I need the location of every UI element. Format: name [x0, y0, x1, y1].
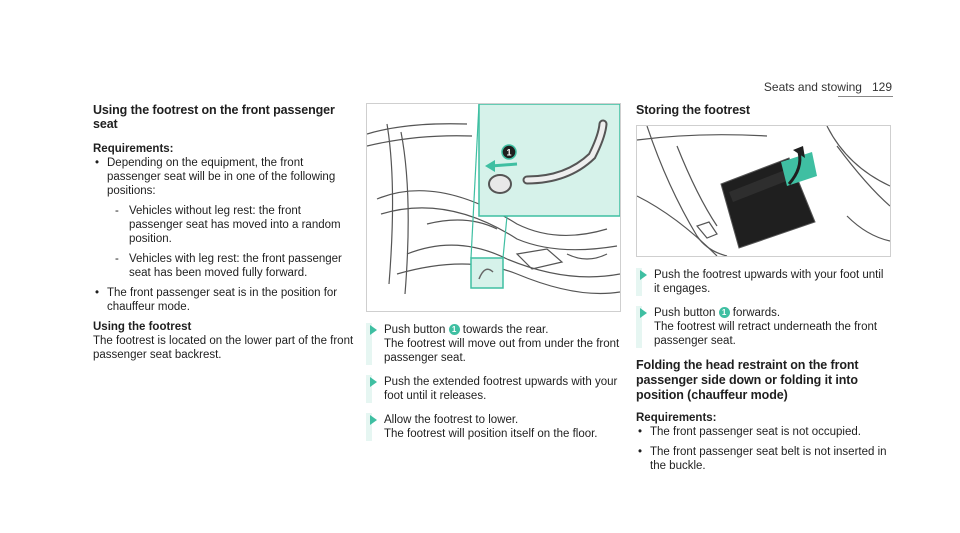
- requirements-heading: Requirements:: [93, 143, 174, 155]
- step-arrow-icon: [640, 308, 647, 318]
- left-column: Using the footrest on the front passenge…: [93, 103, 355, 362]
- callout-number-icon: 1: [448, 324, 460, 336]
- figure-callout-1: 1: [506, 148, 511, 158]
- footrest-illustration: 1: [366, 103, 621, 312]
- subheading: Using the footrest: [93, 321, 192, 333]
- middle-steps: Push button 1 towards the rear. The foot…: [366, 323, 621, 451]
- section-heading: Using the footrest on the front passenge…: [93, 103, 335, 131]
- paragraph: The footrest is located on the lower par…: [93, 335, 354, 361]
- requirements-heading: Requirements:: [636, 412, 717, 424]
- step-result: The footrest will position itself on the…: [384, 428, 598, 440]
- requirement-bullet: The front passenger seat is in the posit…: [93, 286, 355, 314]
- requirement-bullet: Depending on the equipment, the front pa…: [93, 156, 355, 198]
- storing-drawing: [636, 125, 891, 257]
- section-title: Seats and stowing: [763, 80, 862, 94]
- step-arrow-icon: [370, 325, 377, 335]
- callout-number-icon: 1: [718, 307, 730, 319]
- requirement-bullet: The front passenger seat is not occupied…: [636, 425, 891, 439]
- page-number: 129: [871, 80, 892, 94]
- footrest-drawing: 1: [366, 103, 621, 295]
- step-arrow-icon: [640, 270, 647, 280]
- instruction-step: Push the footrest upwards with your foot…: [636, 268, 891, 296]
- step-arrow-icon: [370, 415, 377, 425]
- step-arrow-icon: [370, 377, 377, 387]
- step-result: The footrest will move out from under th…: [384, 338, 620, 364]
- requirement-dash-item: Vehicles without leg rest: the front pas…: [93, 204, 355, 246]
- header-rule: [838, 96, 893, 97]
- instruction-step: Allow the footrest to lower. The footres…: [366, 413, 621, 441]
- storing-illustration: [636, 125, 891, 257]
- step-result: The footrest will retract underneath the…: [654, 321, 878, 347]
- instruction-step: Push button 1 forwards. The footrest wil…: [636, 306, 891, 348]
- requirement-bullet: The front passenger seat belt is not ins…: [636, 445, 891, 473]
- section-heading: Folding the head restraint on the front …: [636, 358, 859, 402]
- instruction-step: Push the extended footrest upwards with …: [366, 375, 621, 403]
- instruction-step: Push button 1 towards the rear. The foot…: [366, 323, 621, 365]
- section-heading: Storing the footrest: [636, 103, 750, 117]
- right-steps: Push the footrest upwards with your foot…: [636, 268, 891, 473]
- running-header: Seats and stowing 129: [764, 80, 892, 94]
- requirement-dash-item: Vehicles with leg rest: the front passen…: [93, 252, 355, 280]
